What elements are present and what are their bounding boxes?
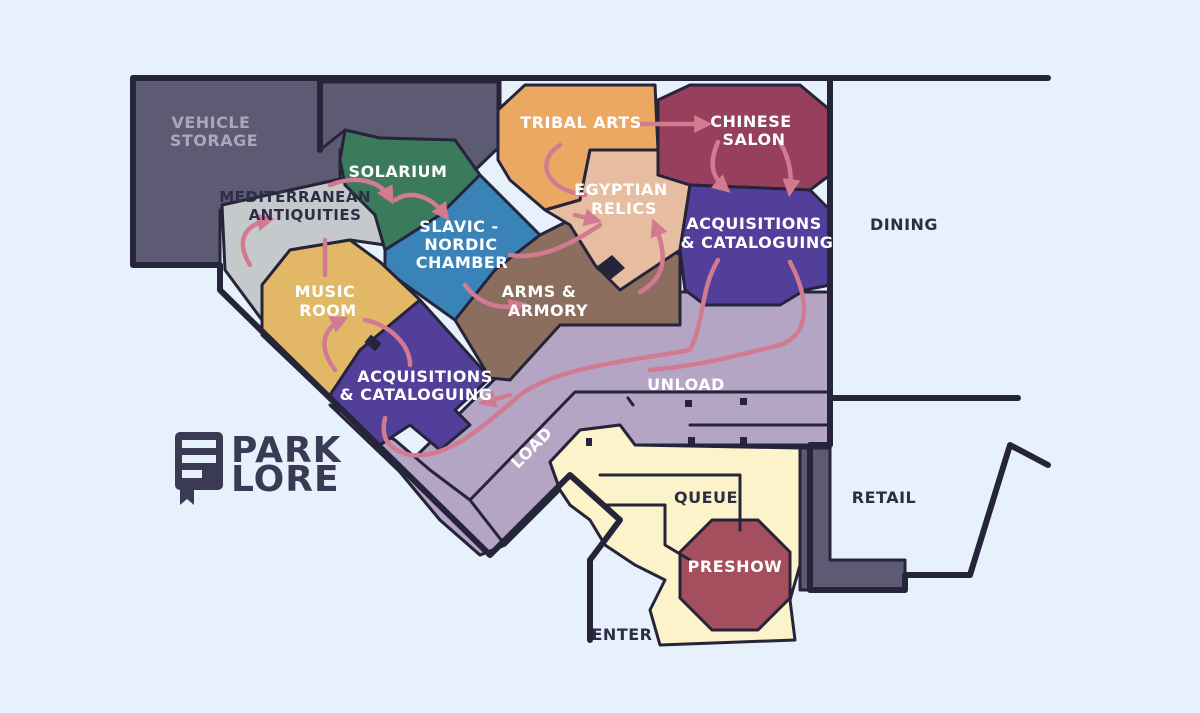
music-room-label: MUSIC ROOM (295, 282, 362, 320)
unload-label: UNLOAD (647, 375, 725, 394)
logo-line-1: PARK (231, 430, 342, 471)
queue-label: QUEUE (674, 488, 738, 507)
retail-label: RETAIL (852, 488, 916, 507)
mediterranean-label: MEDITERRANEAN ANTIQUITIES (219, 188, 377, 224)
doorway-marker (364, 334, 382, 352)
solarium-label: SOLARIUM (349, 162, 448, 181)
egyptian-relics-label: EGYPTIAN RELICS (574, 180, 674, 218)
queue-rail (598, 473, 742, 562)
enter-label: ENTER (592, 625, 653, 644)
vehicle-storage-label: VEHICLE STORAGE (170, 113, 258, 150)
park-lore-logo: PARK LORE (175, 430, 342, 505)
preshow-room[interactable] (678, 518, 792, 632)
tribal-arts-label: TRIBAL ARTS (520, 113, 641, 132)
visitor-route (240, 115, 807, 458)
acquisitions-cataloguing-right-room[interactable] (678, 183, 832, 307)
acquisitions-right-label: ACQUISITIONS & CATALOGUING (681, 214, 834, 252)
preshow-label: PRESHOW (688, 557, 783, 576)
outer-wall (130, 75, 1051, 643)
book-logo-icon (175, 432, 223, 505)
pillar (595, 255, 625, 280)
logo-line-2: LORE (231, 459, 340, 500)
service-corridor (798, 446, 907, 592)
chinese-salon-label: CHINESE SALON (710, 112, 797, 149)
unload-details (468, 390, 832, 502)
slavic-nordic-label: SLAVIC - NORDIC CHAMBER (416, 217, 508, 272)
acquisitions-left-label: ACQUISITIONS & CATALOGUING (340, 367, 499, 404)
arms-armory-label: ARMS & ARMORY (502, 282, 589, 320)
dining-label: DINING (870, 215, 938, 234)
